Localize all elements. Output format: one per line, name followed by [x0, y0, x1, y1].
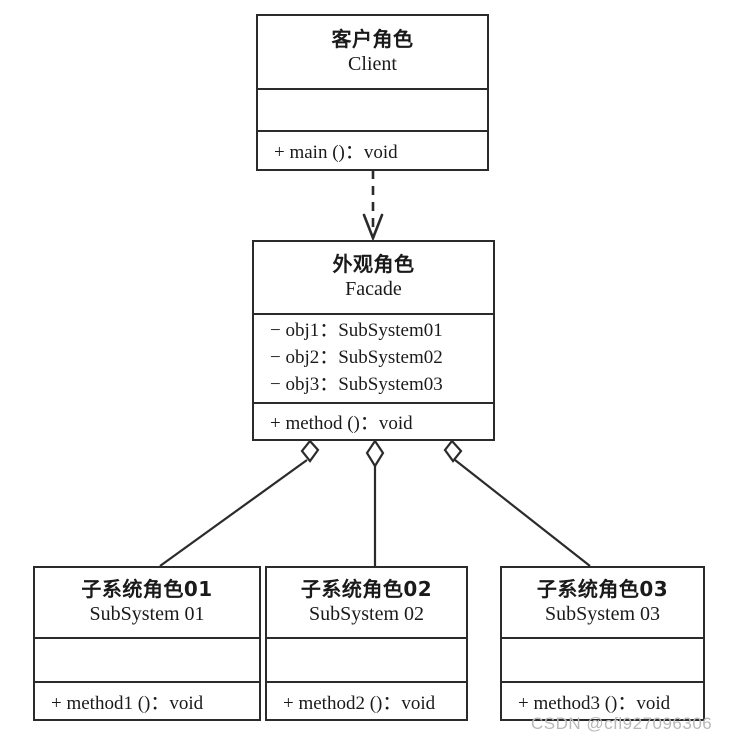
class-en-name-subsystem01: SubSystem 01 — [89, 603, 205, 625]
class-name-compartment-facade: 外观角色 Facade — [254, 242, 493, 313]
class-operations-compartment-subsystem01: + method1 ()：void — [35, 681, 259, 719]
class-cn-name-subsystem03: 子系统角色03 — [536, 577, 669, 602]
operation-row: + method ()：void — [270, 413, 413, 434]
class-attributes-compartment-facade: − obj1：SubSystem01 − obj2：SubSystem02 − … — [254, 313, 493, 402]
class-cn-name-subsystem02: 子系统角色02 — [300, 577, 433, 602]
class-name-compartment-client: 客户角色 Client — [258, 16, 487, 88]
class-name-compartment-subsystem02: 子系统角色02 SubSystem 02 — [267, 568, 466, 637]
class-attributes-compartment-subsystem01 — [35, 637, 259, 681]
aggregation-line-1 — [159, 459, 308, 567]
attribute-row: − obj2：SubSystem02 — [270, 347, 443, 369]
class-operations-compartment-client: + main ()：void — [258, 130, 487, 169]
aggregation-diamond-2 — [365, 439, 385, 469]
class-cn-name-client: 客户角色 — [331, 26, 414, 51]
aggregation-facade-subsystem02 — [365, 439, 385, 566]
class-attributes-compartment-subsystem03 — [502, 637, 703, 681]
class-en-name-facade: Facade — [345, 278, 402, 300]
aggregation-facade-subsystem03 — [443, 439, 591, 567]
class-en-name-subsystem02: SubSystem 02 — [308, 603, 425, 625]
operation-row: + method3 ()：void — [518, 692, 671, 714]
operation-row: + method1 ()：void — [51, 692, 204, 714]
operation-row: + main ()：void — [274, 142, 398, 163]
class-box-facade[interactable]: 外观角色 Facade − obj1：SubSystem01 − obj2：Su… — [252, 240, 495, 441]
class-box-subsystem01[interactable]: 子系统角色01 SubSystem 01 + method1 ()：void — [33, 566, 261, 721]
attribute-row: − obj1：SubSystem01 — [270, 320, 443, 342]
aggregation-facade-subsystem01 — [159, 439, 320, 567]
csdn-watermark: CSDN @cfl927096306 — [531, 714, 713, 733]
class-name-compartment-subsystem03: 子系统角色03 SubSystem 03 — [502, 568, 703, 637]
class-attributes-compartment-subsystem02 — [267, 637, 466, 681]
class-box-subsystem03[interactable]: 子系统角色03 SubSystem 03 + method3 ()：void — [500, 566, 705, 721]
class-name-compartment-subsystem01: 子系统角色01 SubSystem 01 — [35, 568, 259, 637]
dependency-arrowhead — [362, 213, 384, 242]
aggregation-diamond-1 — [300, 439, 320, 463]
class-en-name-subsystem03: SubSystem 03 — [544, 603, 661, 625]
class-box-client[interactable]: 客户角色 Client + main ()：void — [256, 14, 489, 171]
aggregation-diamond-3 — [443, 439, 463, 463]
class-en-name-client: Client — [348, 52, 397, 75]
class-cn-name-facade: 外观角色 — [332, 252, 415, 277]
class-cn-name-subsystem01: 子系统角色01 — [81, 577, 213, 602]
class-operations-compartment-subsystem02: + method2 ()：void — [267, 681, 466, 719]
class-box-subsystem02[interactable]: 子系统角色02 SubSystem 02 + method2 ()：void — [265, 566, 468, 721]
class-operations-compartment-facade: + method ()：void — [254, 402, 493, 439]
class-attributes-compartment-client — [258, 88, 487, 130]
attribute-row: − obj3：SubSystem03 — [270, 373, 443, 395]
aggregation-line-3 — [454, 459, 591, 567]
operation-row: + method2 ()：void — [283, 692, 436, 714]
dependency-client-facade — [362, 170, 384, 242]
class-operations-compartment-subsystem03: + method3 ()：void — [502, 681, 703, 719]
